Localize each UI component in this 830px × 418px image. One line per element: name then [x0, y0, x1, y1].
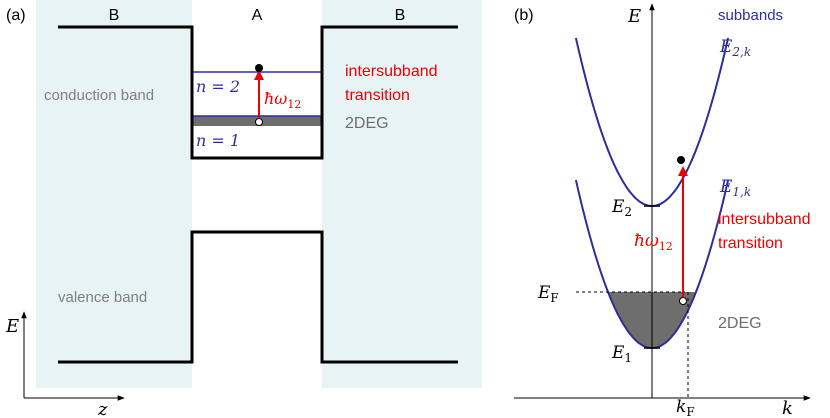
- conduction-band-edge: [58, 25, 458, 160]
- transition-text-b-line1: intersubband: [718, 211, 811, 228]
- level-label-n2: n = 2: [196, 77, 240, 96]
- panel-a: (a) B A B conduction band valence band n…: [5, 0, 482, 418]
- label-e2-min: E2: [611, 197, 632, 219]
- level-label-n1: n = 1: [196, 131, 240, 150]
- valence-band-label: valence band: [58, 289, 147, 306]
- valence-band-edge: [58, 230, 458, 364]
- gas-label-a: 2DEG: [345, 115, 389, 132]
- axis-label-k: k: [782, 398, 793, 418]
- label-e2k: E2,k: [719, 37, 751, 59]
- subbands-title: subbands: [718, 7, 783, 24]
- label-e1k: E1,k: [719, 177, 751, 199]
- panel-b: (b) E k subbands E2,k E1,k E2 E1 EF kF ħ…: [514, 3, 811, 418]
- transition-energy-b: ħω12: [634, 231, 673, 253]
- panel-a-tag: (a): [6, 7, 26, 24]
- transition-text-a-line2: transition: [345, 87, 410, 104]
- barrier-region-right: [322, 0, 482, 388]
- excited-electron-b: [677, 156, 685, 164]
- axis-label-z: z: [97, 399, 108, 418]
- panel-b-tag: (b): [514, 7, 534, 24]
- region-label-center: A: [252, 7, 263, 24]
- region-label-left: B: [109, 7, 120, 24]
- transition-energy-a: ħω12: [264, 89, 301, 111]
- hole-b: [679, 297, 687, 305]
- excited-electron-a: [255, 64, 263, 72]
- axis-label-energy-b: E: [627, 6, 641, 27]
- barrier-region-left: [36, 0, 192, 388]
- hole-a: [255, 118, 263, 126]
- axis-label-energy-a: E: [5, 316, 19, 337]
- label-fermi-energy: EF: [537, 283, 559, 305]
- transition-text-a-line1: intersubband: [345, 63, 438, 80]
- region-label-right: B: [395, 7, 406, 24]
- label-fermi-wavevector: kF: [676, 397, 695, 418]
- conduction-band-label: conduction band: [44, 87, 154, 104]
- transition-text-b-line2: transition: [718, 235, 783, 252]
- label-e1-min: E1: [611, 343, 632, 365]
- gas-label-b: 2DEG: [718, 315, 762, 332]
